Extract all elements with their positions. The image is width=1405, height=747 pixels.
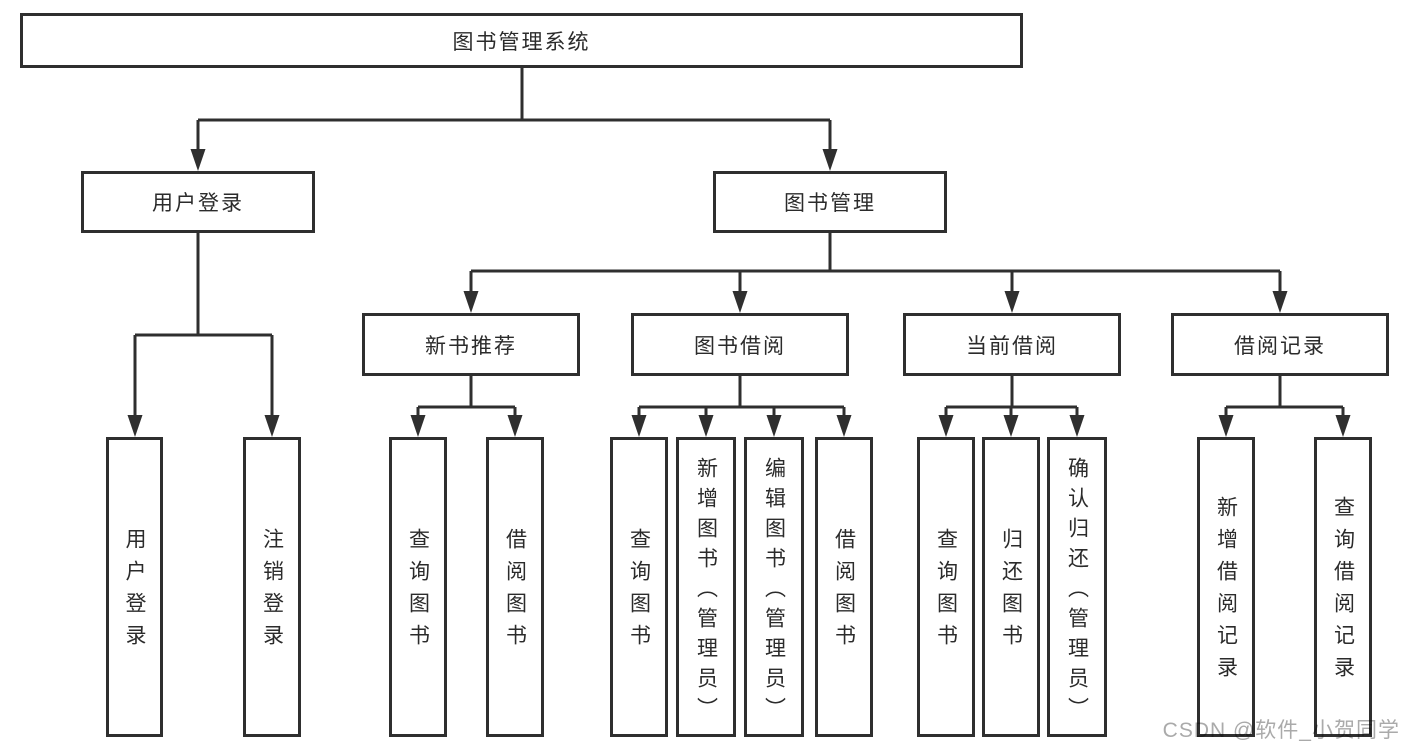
node-new-book-recommend: 新书推荐 — [362, 313, 580, 376]
arrow-down-icon — [836, 415, 852, 437]
node-leaf-edit-book-admin: 编辑图书（管理员） — [744, 437, 804, 737]
arrow-down-icon — [1004, 291, 1020, 313]
node-leaf-borrow-book-2-label: 借阅图书 — [832, 528, 856, 656]
node-leaf-logout-label: 注销登录 — [260, 528, 284, 656]
node-book-management-label: 图书管理 — [784, 192, 876, 215]
arrow-down-icon — [264, 415, 280, 437]
node-leaf-edit-book-admin-label: 编辑图书（管理员） — [762, 457, 786, 727]
node-leaf-query-book-1: 查询图书 — [389, 437, 447, 737]
node-leaf-query-borrow-record-label: 查询借阅记录 — [1331, 496, 1355, 688]
arrow-down-icon — [507, 415, 523, 437]
node-leaf-query-book-2: 查询图书 — [610, 437, 668, 737]
node-leaf-return-book-label: 归还图书 — [999, 528, 1023, 656]
node-leaf-confirm-return-admin: 确认归还（管理员） — [1047, 437, 1107, 737]
node-root-label: 图书管理系统 — [452, 30, 591, 54]
node-leaf-add-book-admin: 新增图书（管理员） — [676, 437, 736, 737]
arrow-down-icon — [732, 291, 748, 313]
node-book-management: 图书管理 — [713, 171, 947, 233]
node-leaf-borrow-book-1-label: 借阅图书 — [503, 528, 527, 656]
arrow-down-icon — [1335, 415, 1351, 437]
node-leaf-add-borrow-record-label: 新增借阅记录 — [1214, 496, 1238, 688]
arrow-down-icon — [766, 415, 782, 437]
node-current-borrow: 当前借阅 — [903, 313, 1121, 376]
node-leaf-user-login: 用户登录 — [106, 437, 163, 737]
arrow-down-icon — [1069, 415, 1085, 437]
node-leaf-query-book-2-label: 查询图书 — [627, 528, 651, 656]
node-new-book-recommend-label: 新书推荐 — [425, 334, 517, 358]
node-root: 图书管理系统 — [20, 13, 1023, 68]
arrow-down-icon — [631, 415, 647, 437]
arrow-down-icon — [1218, 415, 1234, 437]
arrowhead-icons — [127, 149, 1351, 437]
node-leaf-query-book-1-label: 查询图书 — [406, 528, 430, 656]
node-user-login-label: 用户登录 — [152, 192, 244, 215]
node-leaf-add-borrow-record: 新增借阅记录 — [1197, 437, 1255, 737]
node-borrow-records-label: 借阅记录 — [1234, 334, 1326, 358]
node-leaf-add-book-admin-label: 新增图书（管理员） — [694, 457, 718, 727]
arrow-down-icon — [1003, 415, 1019, 437]
connector-lines — [133, 68, 1345, 417]
watermark-text: CSDN @软件_小贺同学 — [1162, 719, 1400, 742]
node-borrow-records: 借阅记录 — [1171, 313, 1389, 376]
node-leaf-query-book-3-label: 查询图书 — [934, 528, 958, 656]
arrow-down-icon — [410, 415, 426, 437]
node-leaf-user-login-label: 用户登录 — [123, 528, 146, 656]
node-leaf-query-borrow-record: 查询借阅记录 — [1314, 437, 1372, 737]
arrow-down-icon — [127, 415, 143, 437]
node-leaf-confirm-return-admin-label: 确认归还（管理员） — [1065, 457, 1089, 727]
arrow-down-icon — [1272, 291, 1288, 313]
arrow-down-icon — [190, 149, 206, 171]
node-leaf-logout: 注销登录 — [243, 437, 301, 737]
node-book-borrow: 图书借阅 — [631, 313, 849, 376]
node-leaf-return-book: 归还图书 — [982, 437, 1040, 737]
arrow-down-icon — [822, 149, 838, 171]
node-leaf-borrow-book-1: 借阅图书 — [486, 437, 544, 737]
node-leaf-query-book-3: 查询图书 — [917, 437, 975, 737]
node-current-borrow-label: 当前借阅 — [966, 334, 1058, 358]
arrow-down-icon — [938, 415, 954, 437]
arrow-down-icon — [698, 415, 714, 437]
arrow-down-icon — [463, 291, 479, 313]
node-leaf-borrow-book-2: 借阅图书 — [815, 437, 873, 737]
node-book-borrow-label: 图书借阅 — [694, 334, 786, 358]
node-user-login: 用户登录 — [81, 171, 315, 233]
